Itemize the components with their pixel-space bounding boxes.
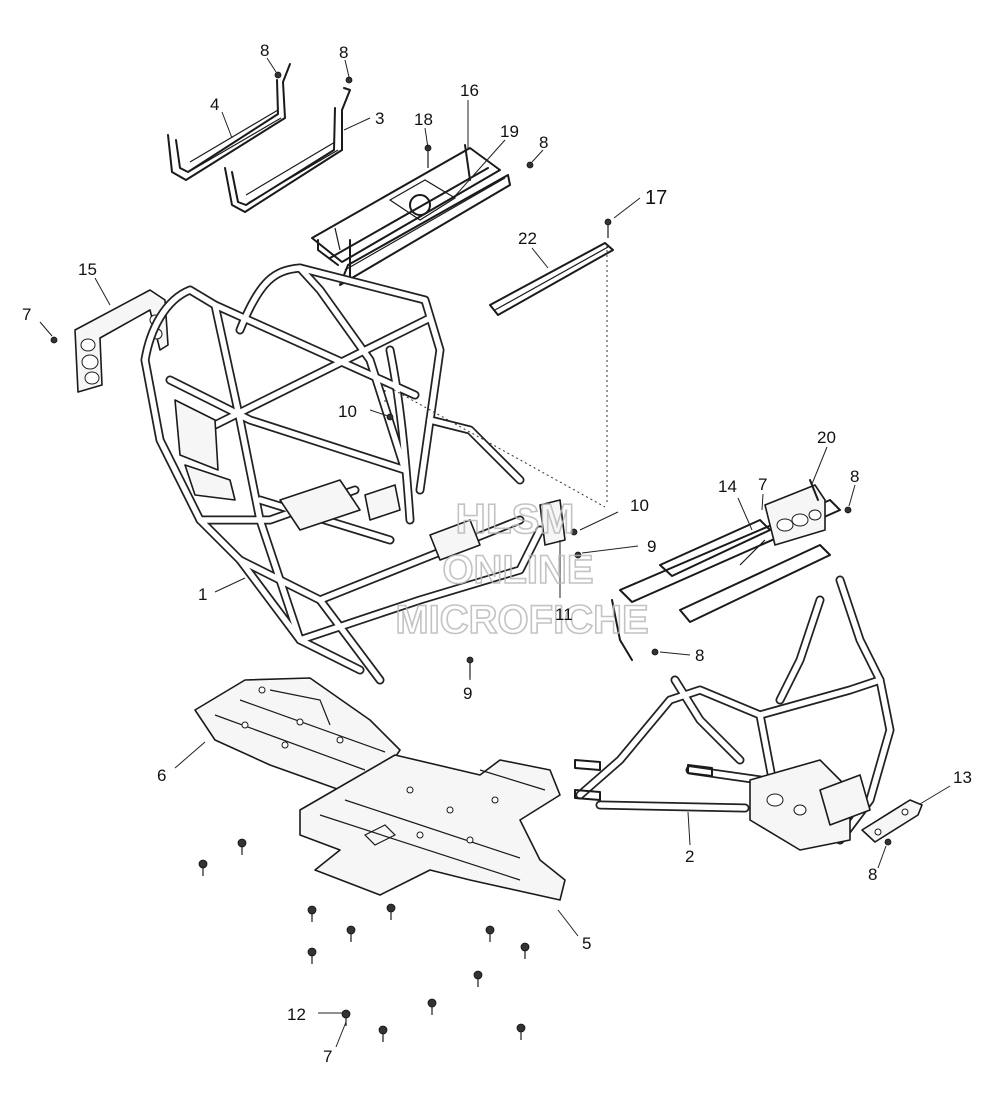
callout-5: 5 — [582, 934, 591, 953]
callout-3: 3 — [375, 109, 384, 128]
callout-8: 8 — [539, 133, 548, 152]
fastener — [50, 336, 58, 344]
fastener — [378, 1025, 388, 1042]
fastener — [386, 413, 394, 421]
watermark-line-3: MICROFICHE — [395, 598, 648, 642]
fastener — [574, 551, 582, 559]
fastener — [198, 859, 208, 876]
fastener — [341, 1009, 351, 1026]
fastener — [473, 970, 483, 987]
leader-lines — [39, 57, 951, 1048]
callout-8: 8 — [339, 43, 348, 62]
callout-7: 7 — [323, 1047, 332, 1066]
front-crossmember-20 — [611, 479, 841, 661]
fastener — [274, 71, 282, 79]
seat-bracket-3 — [224, 87, 351, 213]
fastener — [604, 218, 612, 238]
callout-14: 14 — [718, 477, 737, 496]
callout-17: 17 — [645, 187, 667, 209]
fastener — [844, 506, 852, 514]
callout-20: 20 — [817, 428, 836, 447]
callout-10: 10 — [630, 496, 649, 515]
fastener — [570, 528, 578, 536]
callout-11: 11 — [555, 605, 573, 624]
callout-13: 13 — [953, 768, 972, 787]
callout-22: 22 — [518, 229, 537, 248]
fastener — [424, 144, 432, 168]
fastener — [516, 1023, 526, 1040]
callout-19: 19 — [500, 122, 519, 141]
callout-8: 8 — [850, 467, 859, 486]
fastener — [884, 838, 892, 846]
watermark-line-2: ONLINE — [442, 548, 593, 592]
fastener — [307, 905, 317, 922]
skid-plate-5 — [299, 754, 566, 901]
callout-7: 7 — [22, 305, 31, 324]
fastener — [427, 998, 437, 1015]
fastener — [485, 925, 495, 942]
callout-6: 6 — [157, 766, 166, 785]
callout-8: 8 — [695, 646, 704, 665]
callout-15: 15 — [78, 260, 97, 279]
callout-9: 9 — [463, 684, 472, 703]
fastener — [346, 925, 356, 942]
seat-base-16 — [311, 144, 511, 286]
fastener — [345, 76, 353, 84]
assembly-lines — [384, 245, 608, 508]
callout-4: 4 — [210, 95, 219, 114]
front-frame-2 — [574, 575, 895, 851]
callout-18: 18 — [414, 110, 433, 129]
fastener — [237, 838, 247, 855]
fastener — [526, 161, 534, 169]
callout-7: 7 — [758, 475, 767, 494]
callout-10: 10 — [338, 402, 357, 421]
callout-8: 8 — [260, 41, 269, 60]
fastener — [651, 648, 659, 656]
callout-12: 12 — [287, 1005, 306, 1024]
fastener — [307, 947, 317, 964]
callout-8: 8 — [868, 865, 877, 884]
seat-bracket-4 — [167, 63, 291, 181]
callout-labels: 8 8 4 3 16 18 19 8 17 22 15 7 10 1 10 9 … — [22, 41, 972, 1066]
rail-22 — [489, 242, 614, 316]
callout-2: 2 — [685, 847, 694, 866]
front-bracket-13 — [861, 799, 923, 843]
callout-9: 9 — [647, 537, 656, 556]
fastener — [520, 942, 530, 959]
watermark: HLSM ONLINE MICROFICHE — [395, 494, 650, 643]
callout-16: 16 — [460, 81, 479, 100]
watermark-line-1: HLSM — [456, 495, 575, 542]
callout-1: 1 — [198, 585, 207, 604]
fastener — [386, 903, 396, 920]
fastener-set — [50, 71, 892, 1042]
main-frame-1 — [140, 263, 566, 685]
